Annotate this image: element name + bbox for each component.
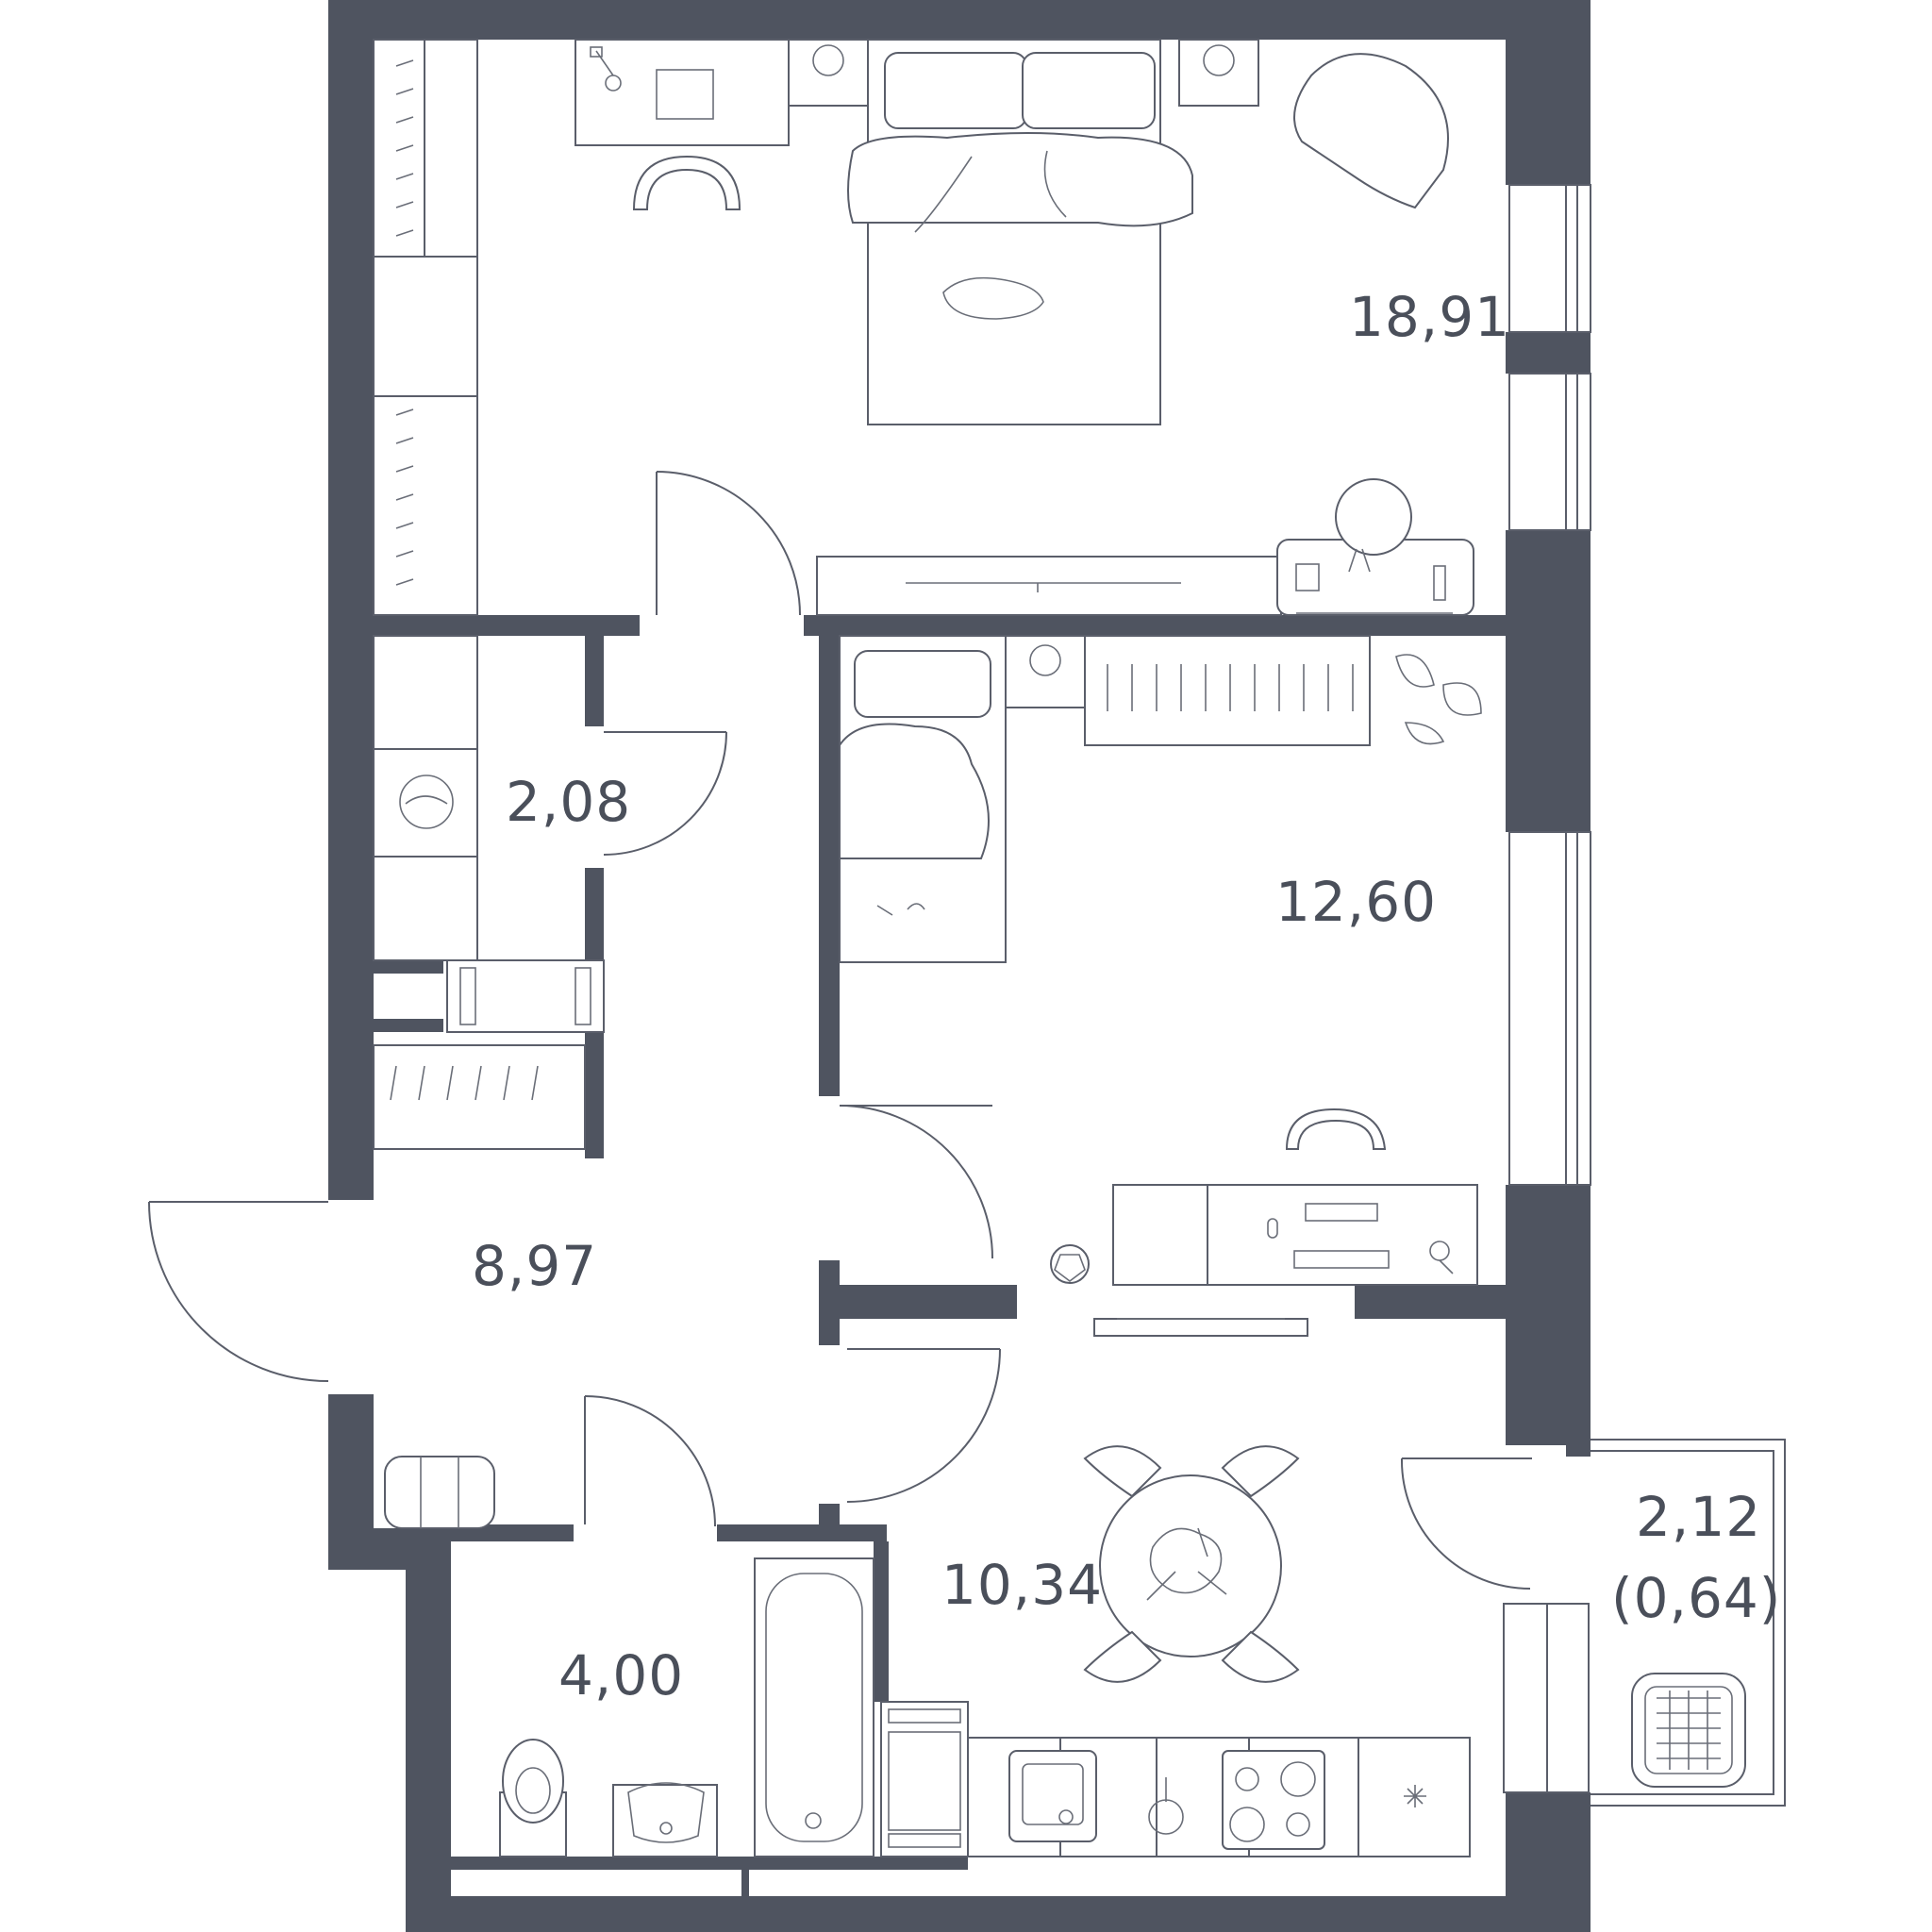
balcony-outline <box>1503 1439 1786 1807</box>
dining-chairs-icon <box>1083 1445 1300 1683</box>
fridge-icon <box>1404 1785 1426 1807</box>
study-desk-icon <box>1112 1184 1478 1286</box>
storage-shelves-icon <box>373 635 605 1150</box>
room-area-storage: 2,08 <box>506 770 631 834</box>
tv-icon <box>1093 1318 1308 1337</box>
doors <box>148 471 1532 1590</box>
room-area-bedroom-large: 18,91 <box>1349 285 1510 349</box>
bathroom-sink-icon <box>612 1782 718 1857</box>
stove-icon <box>1222 1750 1325 1850</box>
toilet-icon <box>499 1739 567 1857</box>
room-area-bathroom: 4,00 <box>558 1643 684 1707</box>
tv-stand-icon <box>816 556 1282 616</box>
room-area-balcony: 2,12 <box>1636 1485 1761 1549</box>
room-area-kitchen: 10,34 <box>941 1553 1103 1617</box>
walls <box>328 0 1591 1932</box>
room-labels: 18,91 2,08 12,60 8,97 10,34 4,00 2,12 (0… <box>472 285 1781 1707</box>
ball-icon <box>1050 1244 1090 1284</box>
double-bed-icon <box>847 39 1193 425</box>
washing-machine-icon <box>880 1701 969 1857</box>
armchair-icon <box>1293 53 1449 209</box>
sink-icon <box>1008 1750 1097 1842</box>
dresser-icon <box>1276 478 1474 616</box>
faucet-icon <box>1148 1777 1184 1835</box>
nightstand-icon <box>788 39 1259 107</box>
room-area-bedroom-small: 12,60 <box>1275 870 1437 934</box>
plant-icon <box>1395 654 1482 745</box>
dining-table-icon <box>1099 1474 1282 1657</box>
chair-icon <box>632 155 741 210</box>
desk-icon <box>575 39 790 146</box>
single-bed-icon <box>839 635 1007 963</box>
desk-chair-icon <box>1285 1108 1387 1150</box>
room-area-balcony-reduced: (0,64) <box>1611 1566 1781 1630</box>
room-area-hallway: 8,97 <box>472 1234 597 1298</box>
laundry-basket-icon <box>1631 1673 1746 1788</box>
wardrobe-icon <box>373 39 478 616</box>
pouf-icon <box>384 1456 495 1529</box>
bookshelf-icon <box>1084 635 1371 746</box>
nightstand-small-icon <box>1005 635 1086 708</box>
bathtub-icon <box>754 1557 874 1857</box>
